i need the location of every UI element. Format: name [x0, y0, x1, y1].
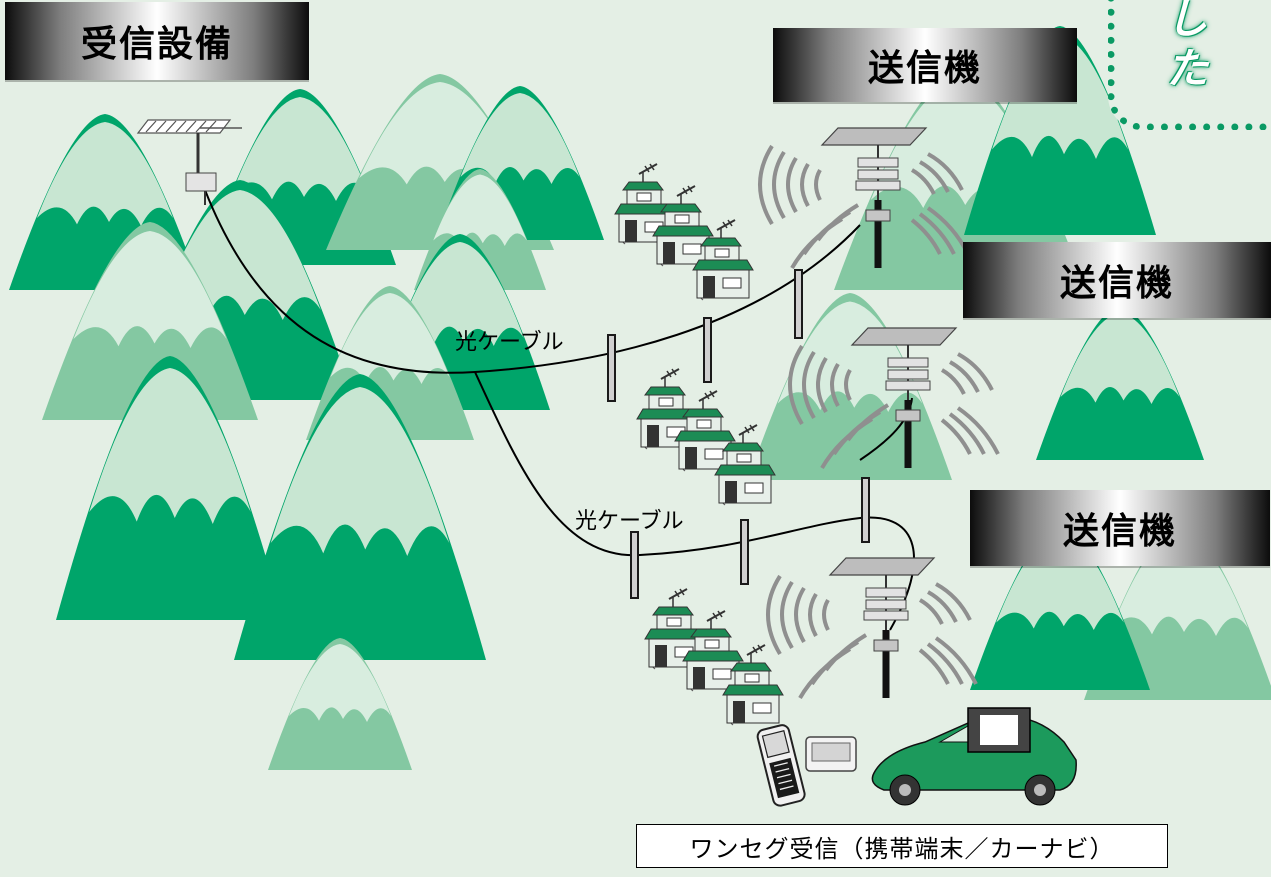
- fiber-cable-label-2: 光ケーブル: [575, 509, 684, 534]
- antenna-icon: [136, 119, 242, 205]
- reception-label: 受信設備: [80, 24, 233, 65]
- corner-badge-char-1: し: [1165, 0, 1208, 43]
- transmitter-label-2: 送信機: [1059, 263, 1174, 304]
- oneseg-reception-text: ワンセグ受信（携帯端末／カーナビ）: [689, 834, 1115, 863]
- car-navigation-icon: [805, 707, 1077, 806]
- transmitter-label-3: 送信機: [1062, 511, 1177, 552]
- corner-badge: [1108, 0, 1271, 130]
- transmitter-label-1: 送信機: [867, 48, 982, 89]
- fiber-cable-label-1: 光ケーブル: [455, 330, 564, 355]
- transmitter-banner-2: 送信機: [963, 242, 1271, 318]
- oneseg-reception-caption: ワンセグ受信（携帯端末／カーナビ）: [636, 824, 1168, 868]
- transmitter-banner-1: 送信機: [773, 28, 1077, 102]
- corner-badge-text: し た: [1150, 0, 1224, 94]
- corner-badge-char-2: た: [1165, 44, 1208, 93]
- mobile-phone-icon: [756, 724, 806, 807]
- house-cluster-icon: [615, 164, 783, 725]
- transmitter-banner-3: 送信機: [970, 490, 1270, 566]
- reception-banner: 受信設備: [5, 2, 309, 80]
- cable-poles: [607, 269, 870, 599]
